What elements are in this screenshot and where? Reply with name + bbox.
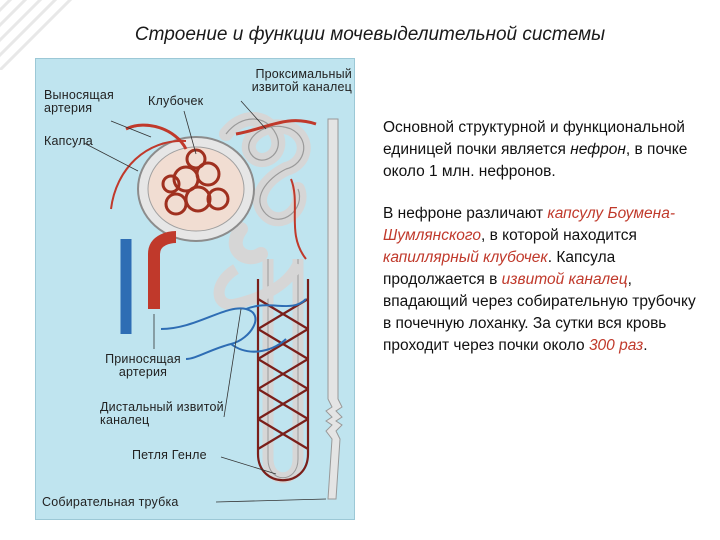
term-nephron: нефрон bbox=[570, 141, 626, 158]
capillary-network bbox=[256, 279, 310, 482]
label-afferent-artery: Приносящая артерия bbox=[105, 352, 181, 379]
nephron-illustration bbox=[83, 100, 343, 503]
text-fragment: Основной структурной и функциональной ед… bbox=[383, 119, 685, 158]
label-efferent-artery: Выносящая артерия bbox=[44, 88, 115, 115]
label-proximal-tubule: Проксимальный извитой каналец bbox=[251, 67, 352, 94]
nephron-diagram: Проксимальный извитой каналец Выносящая … bbox=[35, 58, 355, 520]
corner-decoration bbox=[0, 0, 73, 70]
label-henle-loop: Петля Генле bbox=[132, 448, 207, 462]
paragraph-nephron: Основной структурной и функциональной ед… bbox=[383, 117, 708, 183]
text-fragment: В нефроне различают bbox=[383, 205, 548, 222]
label-glomerulus: Клубочек bbox=[148, 94, 204, 108]
glomerulus-capillaries bbox=[161, 148, 230, 216]
efferent-artery bbox=[125, 119, 317, 150]
text-fragment: . bbox=[643, 337, 648, 354]
vein-network bbox=[160, 298, 307, 360]
paragraph-structure: В нефроне различают капсулу Боумена-Шумл… bbox=[383, 203, 708, 357]
text-fragment: , в которой находится bbox=[480, 227, 637, 244]
label-capsule: Капсула bbox=[44, 134, 93, 148]
afferent-artery bbox=[148, 231, 177, 309]
label-distal-tubule: Дистальный извитой каналец bbox=[100, 400, 224, 427]
text-fragment: , впадающий через собирательную трубочку… bbox=[383, 271, 696, 354]
term-glomerulus: капиллярный клубочек bbox=[383, 249, 548, 266]
term-300-times: 300 раз bbox=[588, 337, 644, 354]
description-text: Основной структурной и функциональной ед… bbox=[383, 117, 708, 377]
text-fragment: . Капсула продолжается в bbox=[383, 249, 616, 288]
term-capsule: капсулу Боумена-Шумлянского bbox=[383, 205, 675, 244]
collecting-duct bbox=[325, 118, 343, 500]
distal-tubule bbox=[213, 261, 303, 311]
term-tubule: извитой каналец bbox=[501, 271, 628, 288]
label-collecting-duct: Собирательная трубка bbox=[42, 495, 179, 509]
text-fragment: , в почке около 1 млн. нефронов. bbox=[383, 141, 688, 180]
slide-title: Строение и функции мочевыделительной сис… bbox=[134, 24, 606, 45]
